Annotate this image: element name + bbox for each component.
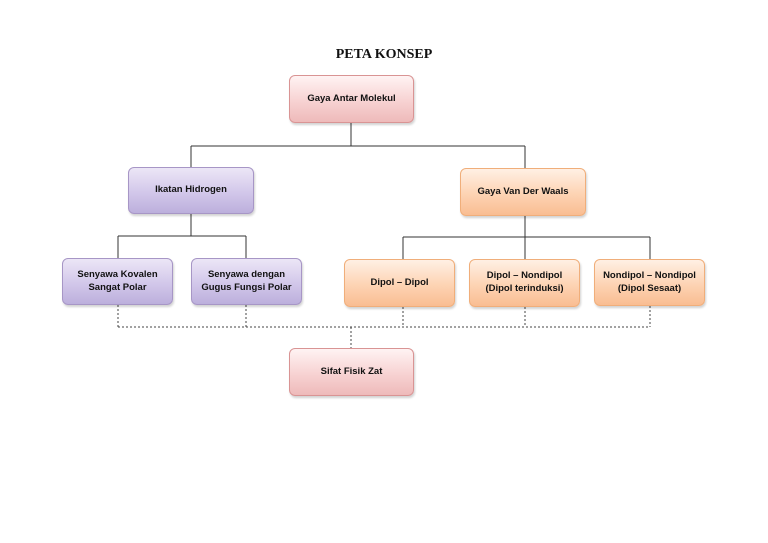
node-senyawa-gugus-fungsi: Senyawa dengan Gugus Fungsi Polar bbox=[191, 258, 302, 305]
node-nondipol-nondipol: Nondipol – Nondipol (Dipol Sesaat) bbox=[594, 259, 705, 306]
node-label: Dipol – Nondipol (Dipol terinduksi) bbox=[485, 270, 564, 294]
node-label: Sifat Fisik Zat bbox=[320, 365, 383, 377]
node-label: Senyawa Kovalen Sangat Polar bbox=[77, 268, 158, 293]
node-senyawa-kovalen: Senyawa Kovalen Sangat Polar bbox=[62, 258, 173, 305]
node-label: Senyawa dengan Gugus Fungsi Polar bbox=[201, 268, 292, 293]
node-label: Gaya Antar Molekul bbox=[307, 92, 396, 104]
node-sifat-fisik-zat: Sifat Fisik Zat bbox=[289, 348, 414, 396]
node-gaya-van-der-waals: Gaya Van Der Waals bbox=[460, 168, 586, 216]
node-label: Dipol – Dipol bbox=[370, 276, 429, 288]
node-gaya-antar-molekul: Gaya Antar Molekul bbox=[289, 75, 414, 123]
node-dipol-dipol: Dipol – Dipol bbox=[344, 259, 455, 307]
node-label: Ikatan Hidrogen bbox=[155, 184, 227, 196]
diagram-title: PETA KONSEP bbox=[335, 47, 433, 62]
node-label: Gaya Van Der Waals bbox=[477, 185, 569, 197]
node-label: Nondipol – Nondipol (Dipol Sesaat) bbox=[603, 269, 696, 294]
node-dipol-nondipol: Dipol – Nondipol (Dipol terinduksi) bbox=[469, 259, 580, 307]
node-ikatan-hidrogen: Ikatan Hidrogen bbox=[128, 167, 254, 214]
